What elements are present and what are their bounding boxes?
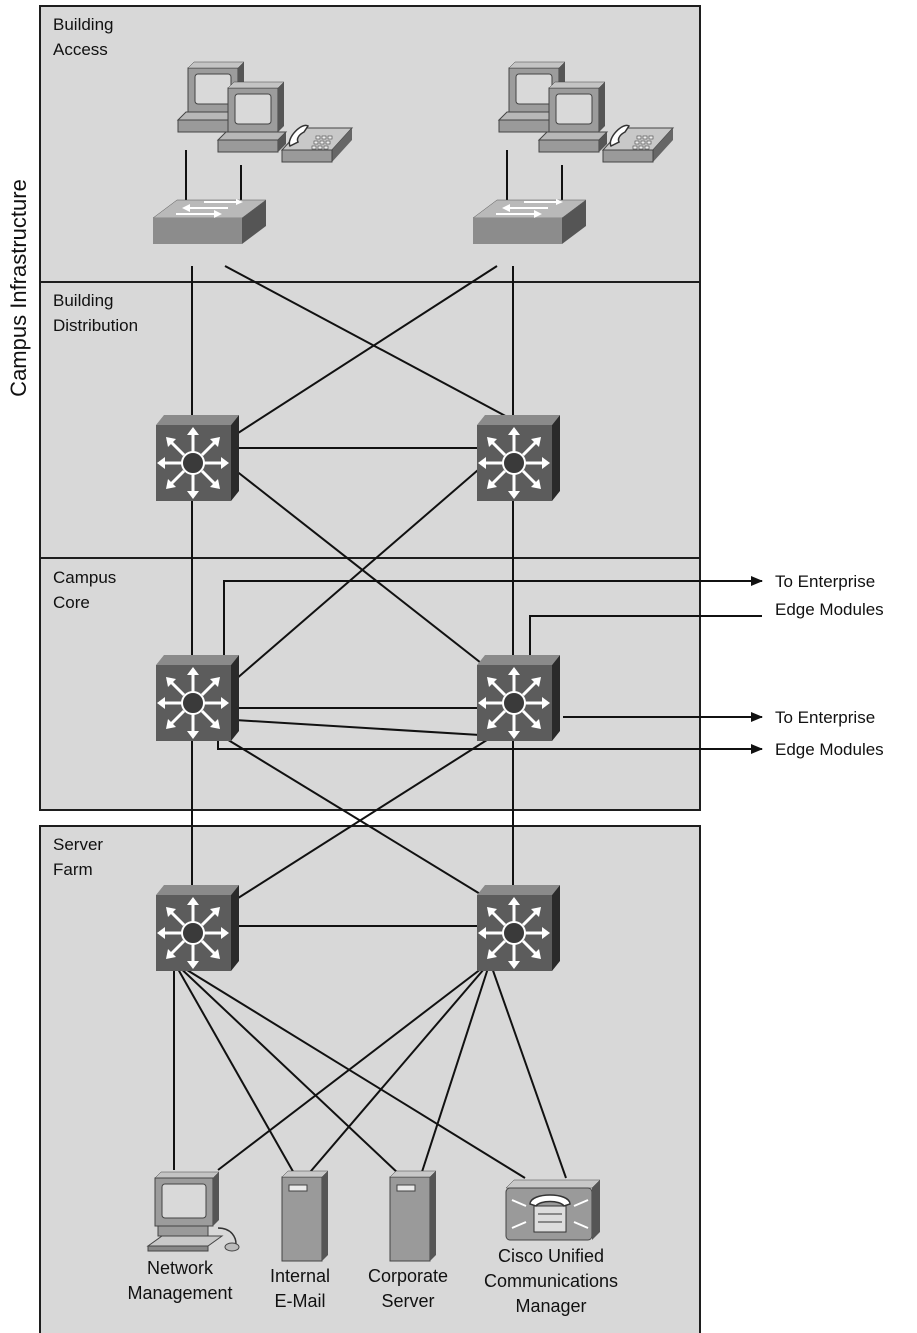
- email-server-icon: [281, 1170, 329, 1262]
- internal-email-label-line2: E-Mail: [274, 1291, 325, 1311]
- building-access-label-line2: Access: [53, 40, 108, 59]
- edge-label-bottom-line1: To Enterprise: [775, 708, 875, 727]
- corporate-server-icon: [389, 1170, 437, 1262]
- corporate-server-label-line2: Server: [381, 1291, 434, 1311]
- building-distribution-label-line2: Distribution: [53, 316, 138, 335]
- edge-label-top-line1: To Enterprise: [775, 572, 875, 591]
- core-switch-icon: [475, 653, 562, 743]
- campus-core-label-line2: Core: [53, 593, 90, 612]
- building-access-label-line1: Building: [53, 15, 114, 34]
- campus-core-zone: [39, 557, 701, 811]
- corporate-server-label-line1: Corporate: [368, 1266, 448, 1286]
- campus-infrastructure-label: Campus Infrastructure: [6, 179, 31, 397]
- core-switch-icon: [154, 653, 241, 743]
- cucm-label-line2: Communications: [484, 1271, 618, 1291]
- building-distribution-label-line1: Building: [53, 291, 114, 310]
- access-switch-icon: [152, 198, 267, 245]
- edge-label-top-line2: Edge Modules: [775, 600, 884, 619]
- network-management-label-line2: Management: [127, 1283, 232, 1303]
- internal-email-label-line1: Internal: [270, 1266, 330, 1286]
- desktop-pc-icon: [538, 81, 608, 153]
- server-farm-label-line2: Farm: [53, 860, 93, 879]
- server-farm-switch-icon: [154, 883, 241, 973]
- building-distribution-zone: [39, 281, 701, 559]
- links: [173, 150, 763, 1179]
- network-management-station-icon: [146, 1171, 240, 1252]
- server-farm-switch-icon: [475, 883, 562, 973]
- distribution-switch-icon: [475, 413, 562, 503]
- network-management-label-line1: Network: [147, 1258, 214, 1278]
- cucm-label-line3: Manager: [515, 1296, 586, 1316]
- cucm-label-line1: Cisco Unified: [498, 1246, 604, 1266]
- campus-infrastructure-group: [39, 5, 701, 811]
- edge-label-bottom-line2: Edge Modules: [775, 740, 884, 759]
- distribution-switch-icon: [154, 413, 241, 503]
- call-manager-icon: [505, 1179, 601, 1241]
- campus-core-label-line1: Campus: [53, 568, 116, 587]
- server-farm-label-line1: Server: [53, 835, 103, 854]
- desktop-pc-icon: [217, 81, 287, 153]
- access-switch-icon: [472, 198, 587, 245]
